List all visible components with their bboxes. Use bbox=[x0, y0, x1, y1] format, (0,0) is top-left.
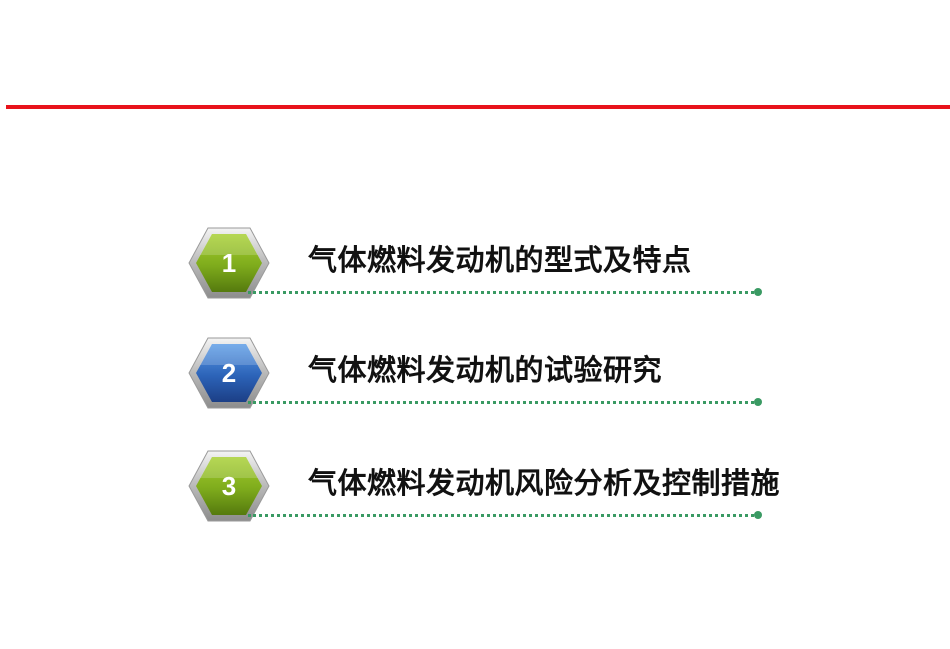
toc-item-1[interactable]: 1 气体燃料发动机的型式及特点 bbox=[188, 227, 768, 303]
toc-item-label: 气体燃料发动机的型式及特点 bbox=[308, 243, 692, 277]
badge-number: 3 bbox=[221, 471, 237, 501]
toc-item-label: 气体燃料发动机的试验研究 bbox=[308, 353, 663, 387]
badge-number: 1 bbox=[221, 248, 237, 278]
toc-item-2[interactable]: 2 气体燃料发动机的试验研究 bbox=[188, 337, 768, 413]
dotted-divider bbox=[248, 514, 754, 517]
dotted-divider bbox=[248, 291, 754, 294]
dotted-divider bbox=[248, 401, 754, 404]
toc-item-3[interactable]: 3 气体燃料发动机风险分析及控制措施 bbox=[188, 450, 780, 526]
hexagon-badge-icon: 1 bbox=[188, 227, 270, 299]
header-red-rule bbox=[6, 105, 950, 109]
hexagon-badge-icon: 3 bbox=[188, 450, 270, 522]
badge-number: 2 bbox=[221, 358, 237, 388]
line-end-dot bbox=[754, 288, 762, 296]
hexagon-badge-icon: 2 bbox=[188, 337, 270, 409]
line-end-dot bbox=[754, 511, 762, 519]
line-end-dot bbox=[754, 398, 762, 406]
toc-item-label: 气体燃料发动机风险分析及控制措施 bbox=[308, 466, 781, 500]
